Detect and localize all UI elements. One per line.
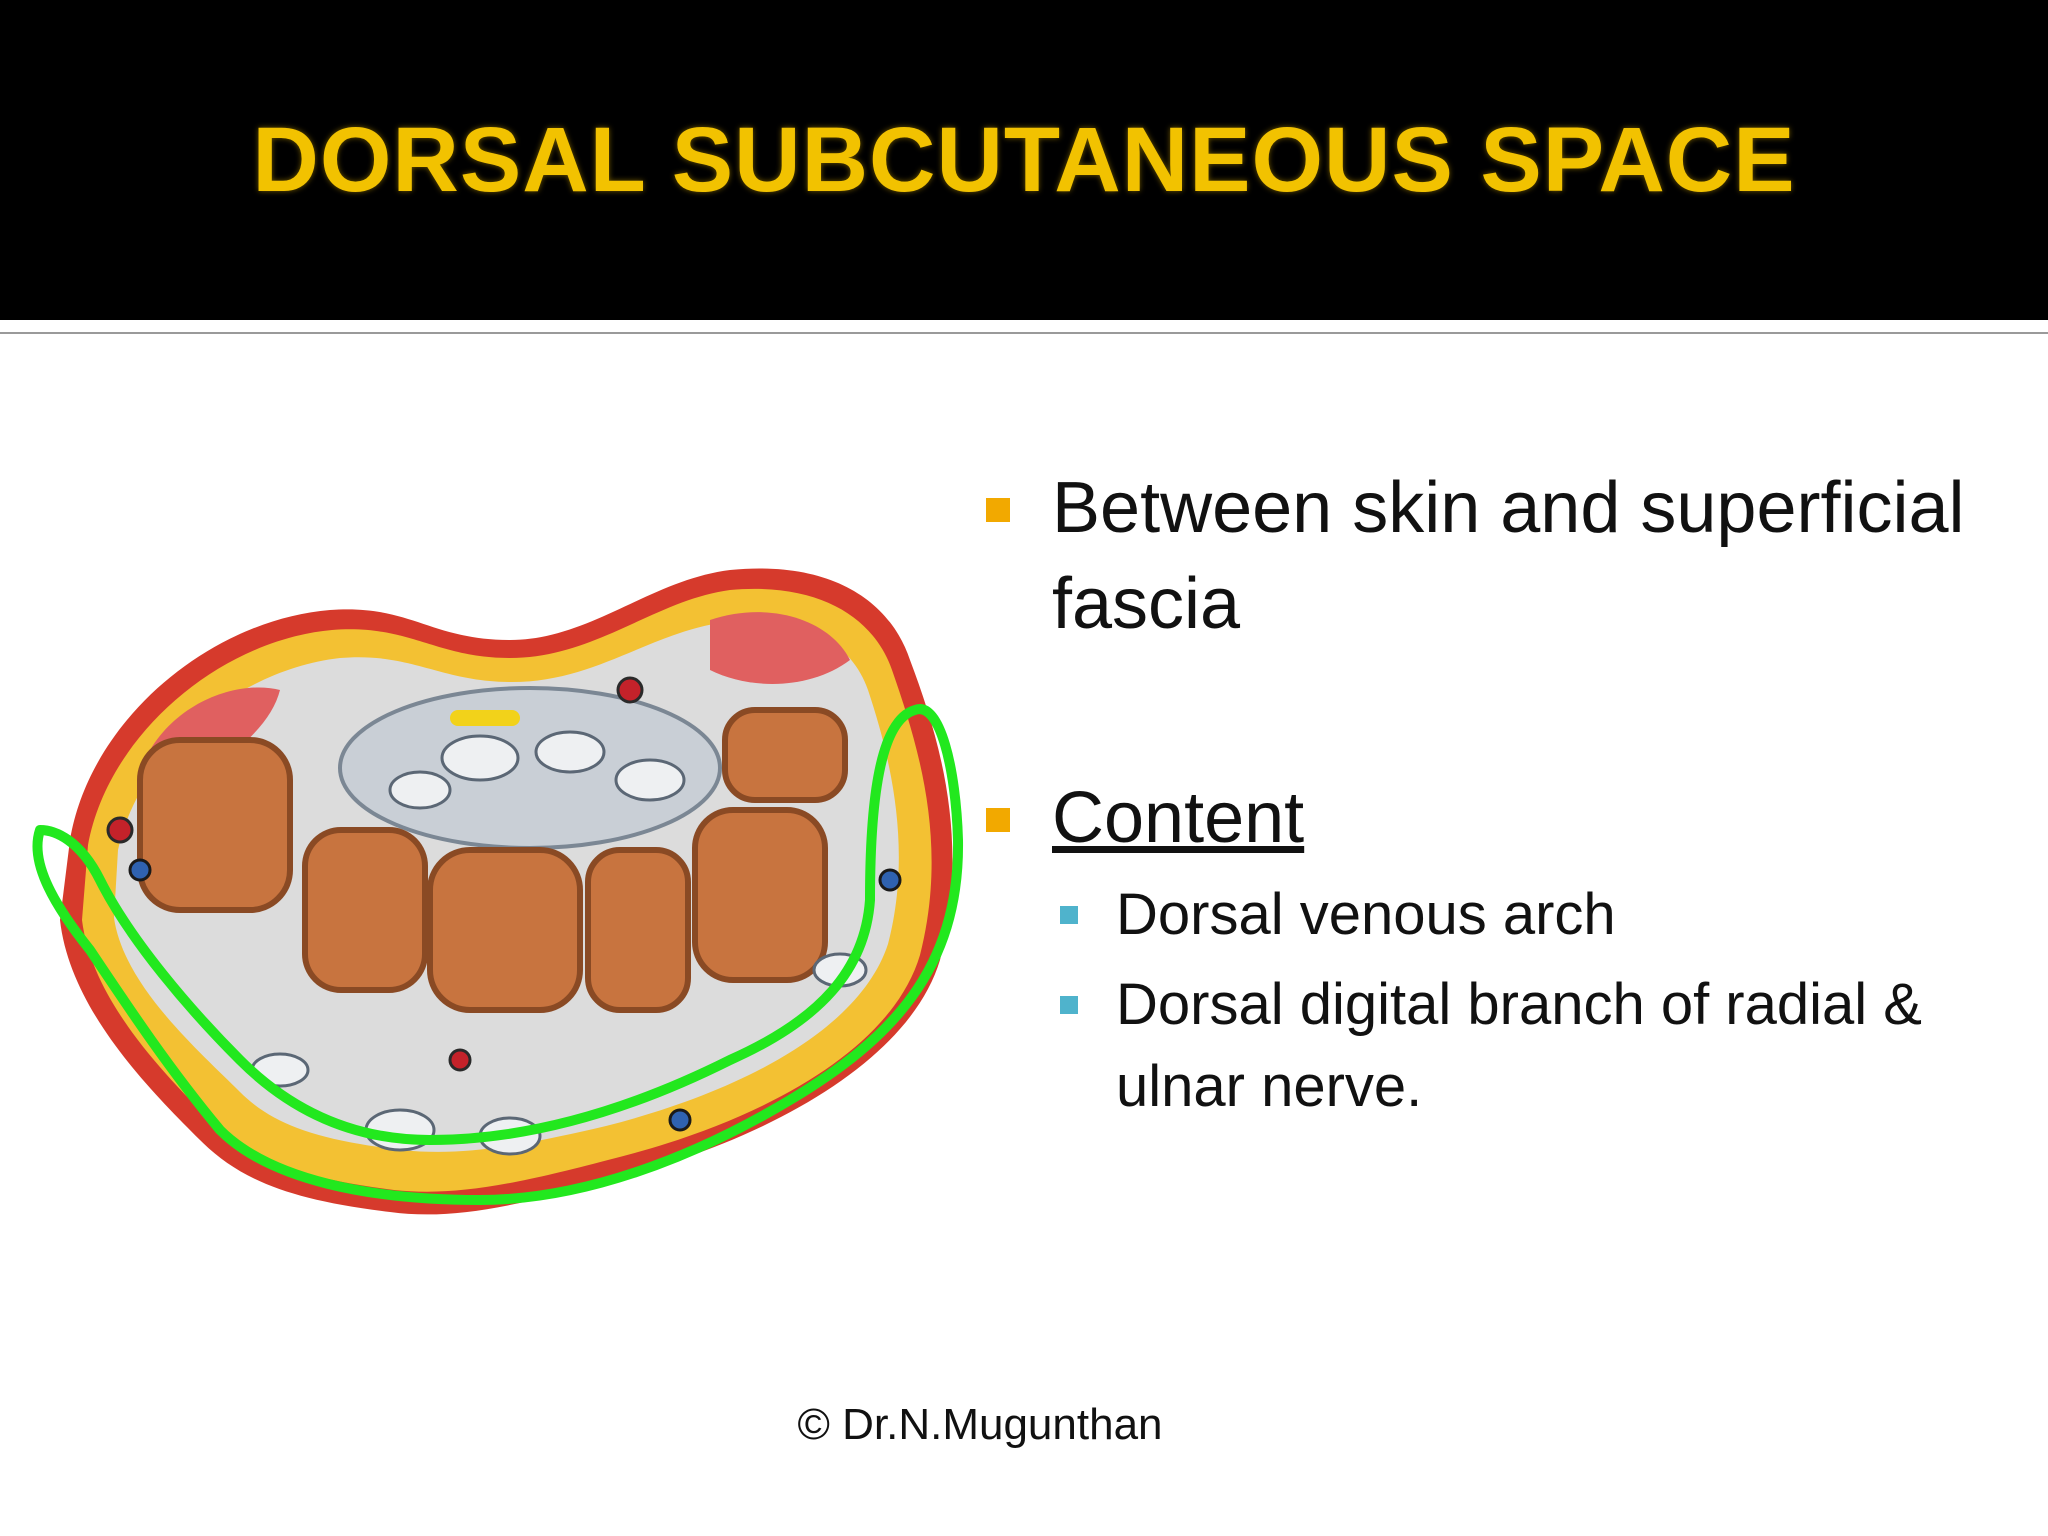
sub-bullet-item: Dorsal venous arch xyxy=(980,874,2020,956)
header-divider-shadow xyxy=(0,332,2048,334)
vein xyxy=(128,858,152,882)
square-bullet-icon xyxy=(1060,996,1078,1014)
square-bullet-icon xyxy=(986,498,1010,522)
header-divider xyxy=(0,320,2048,326)
bone xyxy=(585,847,691,1013)
square-bullet-icon xyxy=(986,808,1010,832)
tendon xyxy=(534,730,606,774)
artery xyxy=(616,676,644,704)
sub-bullet-text: Dorsal venous arch xyxy=(1116,882,1616,947)
bullet-item: Content xyxy=(980,770,2020,866)
title-bar: DORSAL SUBCUTANEOUS SPACE xyxy=(0,0,2048,320)
muscle xyxy=(710,612,850,684)
copyright-footer: © Dr.N.Mugunthan xyxy=(797,1400,1163,1449)
tendon xyxy=(440,734,520,782)
bone xyxy=(722,707,848,803)
bone xyxy=(692,807,828,983)
vein xyxy=(668,1108,692,1132)
sub-bullet-text: Dorsal digital branch of radial & ulnar … xyxy=(1116,972,1922,1119)
artery xyxy=(448,1048,472,1072)
bone xyxy=(137,737,293,913)
tendon xyxy=(388,770,452,810)
sub-bullet-item: Dorsal digital branch of radial & ulnar … xyxy=(980,964,2020,1128)
highlight-outline xyxy=(32,704,964,1205)
square-bullet-icon xyxy=(1060,906,1078,924)
bullet-item: Between skin and superficial fascia xyxy=(980,460,2020,652)
bullet-text: Content xyxy=(1052,778,1305,858)
bone xyxy=(427,847,583,1013)
hand-cross-section-illustration xyxy=(32,568,964,1215)
bullet-list: Between skin and superficial fascia Cont… xyxy=(980,460,2020,1128)
nerve xyxy=(450,710,520,726)
slide-title: DORSAL SUBCUTANEOUS SPACE xyxy=(252,109,1796,211)
tendon xyxy=(614,758,686,802)
bullet-text: Between skin and superficial fascia xyxy=(1052,468,1965,644)
vein xyxy=(878,868,902,892)
bone xyxy=(302,827,428,993)
artery xyxy=(106,816,134,844)
